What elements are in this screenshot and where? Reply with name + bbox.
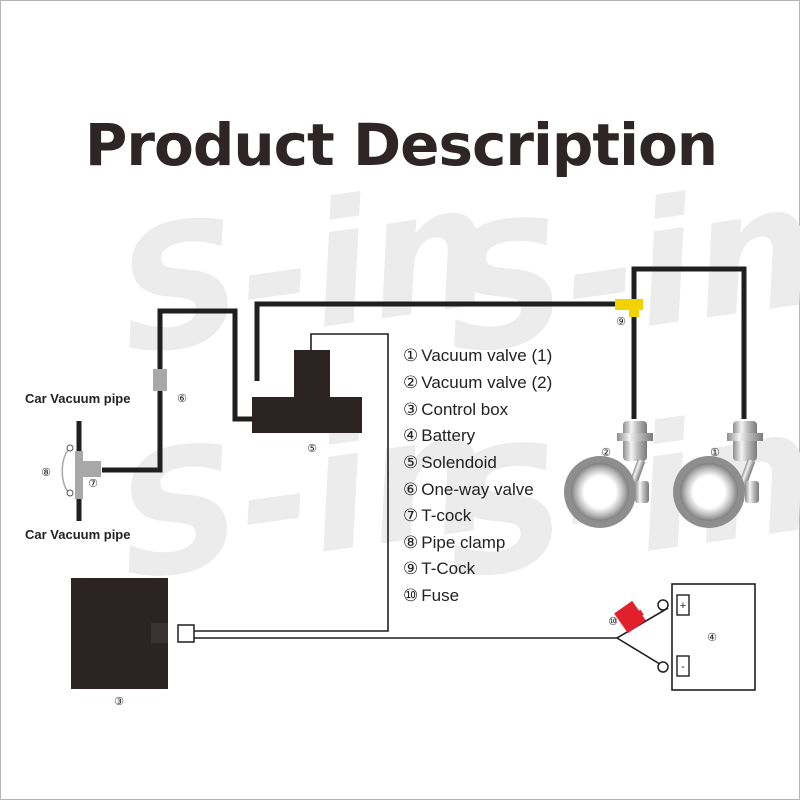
battery-negative-clip — [657, 661, 669, 673]
legend-text: Pipe clamp — [421, 533, 505, 552]
pipe-clamp-marker: ⑧ — [41, 467, 51, 479]
battery-negative-terminal — [676, 655, 690, 677]
legend-text: Vacuum valve (2) — [421, 373, 552, 392]
legend-text: Vacuum valve (1) — [421, 346, 552, 365]
legend-text: One-way valve — [421, 480, 533, 499]
legend-marker: ⑩ — [403, 586, 418, 605]
legend-text: Fuse — [421, 586, 459, 605]
pipe-to-one-way-valve — [102, 308, 238, 473]
solenoid-body — [252, 397, 362, 433]
pipe-clamp-screw — [66, 489, 74, 497]
control-box-port — [151, 623, 168, 643]
battery-negative-label: - — [681, 661, 685, 673]
legend-marker: ⑤ — [403, 453, 418, 472]
legend-marker: ⑨ — [403, 559, 418, 578]
legend-marker: ⑦ — [403, 506, 418, 525]
valve2-flap — [571, 463, 629, 521]
control-box-marker: ③ — [114, 696, 124, 708]
one-way-valve-shape — [153, 369, 167, 391]
battery-positive-clip — [657, 599, 669, 611]
t-cock-left-marker: ⑦ — [88, 478, 98, 490]
legend-marker: ② — [403, 373, 418, 392]
legend-marker: ④ — [403, 426, 418, 445]
vacuum-valve-2 — [564, 421, 653, 528]
pipe-clamp-screw — [66, 444, 74, 452]
solenoid-marker: ⑤ — [307, 443, 317, 455]
one-way-valve-marker: ⑥ — [177, 393, 187, 405]
fuse — [614, 600, 646, 634]
fuse-marker: ⑩ — [608, 616, 618, 628]
solenoid-coil — [294, 350, 330, 400]
battery-marker: ④ — [707, 632, 717, 644]
valve1-marker: ① — [710, 447, 720, 459]
page-title: Product Description — [85, 111, 717, 179]
legend-text: T-cock — [421, 506, 472, 525]
fuse-body — [614, 600, 646, 634]
valve1-flap — [680, 463, 738, 521]
pipe-to-valve1 — [631, 266, 747, 419]
car-vacuum-pipe-label-bottom: Car Vacuum pipe — [25, 527, 130, 542]
pipe-clamp-shape — [61, 446, 73, 496]
t-cock-top-marker: ⑨ — [616, 316, 626, 328]
t-cock-top-stem — [629, 299, 639, 317]
valve1-bracket — [745, 481, 759, 503]
valve2-bracket — [635, 481, 649, 503]
wire-control-box-to-fuse — [194, 607, 669, 639]
wire-solenoid-to-control-box — [194, 333, 389, 632]
valve1-actuator-ring — [727, 433, 763, 441]
valve2-actuator-ring — [617, 433, 653, 441]
valve2-marker: ② — [601, 447, 611, 459]
pipe-main-top — [254, 301, 631, 381]
vacuum-valve-1 — [673, 421, 763, 528]
legend-marker: ① — [403, 346, 418, 365]
legend-text: Battery — [421, 426, 475, 445]
legend-text: T-Cock — [421, 559, 475, 578]
legend-text: Solendoid — [421, 453, 497, 472]
legend-marker: ③ — [403, 400, 418, 419]
car-vacuum-pipe-label-top: Car Vacuum pipe — [25, 391, 130, 406]
fuse-cap — [632, 609, 644, 621]
battery-positive-terminal — [676, 594, 690, 616]
legend-marker: ⑥ — [403, 480, 418, 499]
legend-marker: ⑧ — [403, 533, 418, 552]
battery-positive-label: + — [680, 600, 686, 612]
t-cock-left-stem — [75, 451, 83, 499]
connector-plug — [177, 624, 195, 643]
solenoid — [252, 350, 362, 433]
legend-text: Control box — [421, 400, 508, 419]
